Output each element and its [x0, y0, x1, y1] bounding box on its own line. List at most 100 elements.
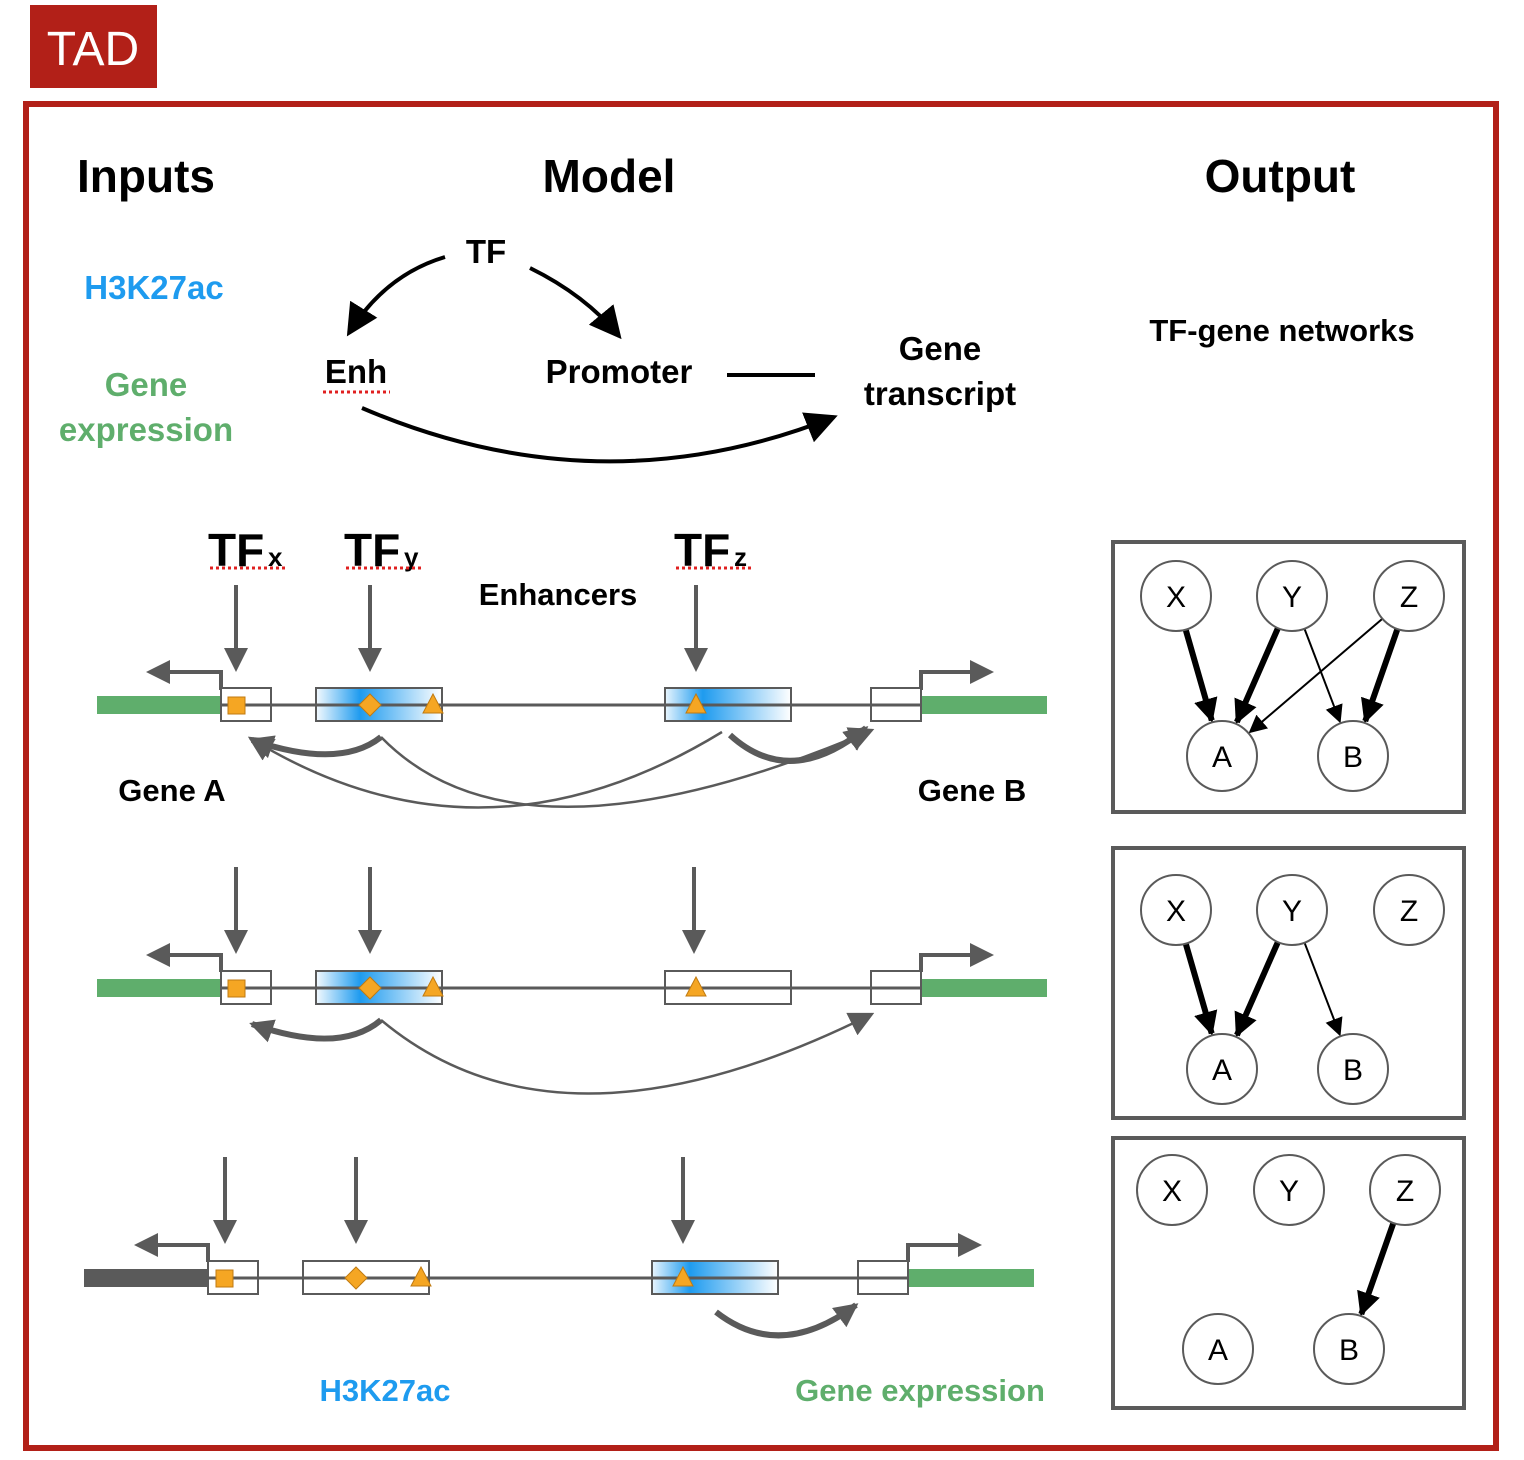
- edge-z-to-a: [1248, 617, 1384, 734]
- input-gene-line1: Gene: [105, 366, 188, 403]
- model-gene-transcript-line1: Gene: [899, 330, 982, 367]
- node-x: [1136, 1154, 1208, 1226]
- edge-x-to-a: [1182, 942, 1218, 1036]
- loop-enh2-to-a: [247, 730, 723, 809]
- track-3: [84, 1157, 1034, 1339]
- loop-enh2-to-b: [714, 1302, 859, 1339]
- model-promoter: Promoter: [546, 353, 693, 390]
- edge-y-to-a: [1234, 626, 1281, 725]
- motif-diamond: [358, 693, 382, 717]
- legend-h3k27ac: H3K27ac: [320, 1373, 451, 1408]
- motif-triangle: [685, 975, 707, 997]
- node-a: [1186, 1033, 1258, 1105]
- node-label-a: A: [1212, 1054, 1232, 1087]
- gene-a-body: [97, 696, 221, 714]
- node-label-z: Z: [1400, 581, 1418, 614]
- gene-b-body: [908, 1269, 1034, 1287]
- tss-b-arrow: [906, 1233, 982, 1262]
- motif-triangle: [422, 975, 444, 997]
- motif-square: [215, 1269, 234, 1288]
- motif-diamond: [358, 976, 382, 1000]
- node-z: [1373, 874, 1445, 946]
- track-2: [97, 867, 1047, 1095]
- motif-triangle: [685, 692, 707, 714]
- node-b: [1313, 1313, 1385, 1385]
- network-panel-3: X Y Z A B: [1111, 1136, 1466, 1410]
- node-label-a: A: [1212, 741, 1232, 774]
- tad-frame: [23, 101, 1499, 1451]
- tad-badge: [30, 5, 157, 88]
- motif-diamond: [344, 1266, 368, 1290]
- gene-a-label: Gene A: [118, 773, 225, 808]
- gene-b-body: [921, 979, 1047, 997]
- node-a: [1186, 720, 1258, 792]
- motif-square: [227, 979, 246, 998]
- motif-triangle: [410, 1265, 432, 1287]
- motif-triangle: [672, 1265, 694, 1287]
- node-z: [1369, 1154, 1441, 1226]
- track-1: [97, 585, 1047, 809]
- gene-b-label: Gene B: [918, 773, 1027, 808]
- gene-b-body: [921, 696, 1047, 714]
- motif-triangle: [422, 692, 444, 714]
- node-label-y: Y: [1282, 895, 1302, 928]
- tss-a-arrow: [134, 1233, 210, 1262]
- tss-b-arrow: [919, 660, 994, 690]
- node-b: [1317, 720, 1389, 792]
- node-b: [1317, 1033, 1389, 1105]
- model-enh: Enh: [325, 353, 387, 390]
- node-label-z: Z: [1396, 1175, 1414, 1208]
- loop-enh1-to-a: [249, 1017, 383, 1043]
- loop-enh1-to-b: [380, 727, 875, 808]
- node-label-b: B: [1343, 741, 1363, 774]
- model-tf: TF: [466, 233, 506, 270]
- tss-a-arrow: [146, 943, 223, 972]
- enh-to-transcript-arrow: [361, 406, 838, 464]
- node-x: [1140, 560, 1212, 632]
- inputs-header: Inputs: [77, 150, 215, 202]
- motif-square: [227, 696, 246, 715]
- node-y: [1256, 874, 1328, 946]
- model-header: Model: [543, 150, 676, 202]
- input-gene-line2: expression: [59, 411, 233, 448]
- node-label-x: X: [1166, 895, 1186, 928]
- node-y: [1256, 560, 1328, 632]
- node-label-a: A: [1208, 1334, 1228, 1367]
- edge-z-to-b: [1357, 1222, 1397, 1317]
- tss-b-arrow: [919, 943, 994, 972]
- tf-to-promoter-arrow: [529, 266, 622, 340]
- network-panel-2: X Y Z A B: [1111, 846, 1466, 1120]
- tad-label: TAD: [47, 23, 139, 76]
- input-h3k27ac: H3K27ac: [84, 269, 223, 306]
- output-header: Output: [1205, 150, 1356, 202]
- loop-enh1-to-b: [380, 1012, 875, 1095]
- loop-enh2-to-b: [727, 725, 869, 764]
- edge-y-to-b: [1303, 942, 1343, 1037]
- node-label-y: Y: [1282, 581, 1302, 614]
- gene-a-body-inactive: [84, 1269, 208, 1287]
- enhancers-label: Enhancers: [479, 577, 638, 612]
- edge-x-to-a: [1182, 628, 1218, 723]
- node-y: [1253, 1154, 1325, 1226]
- node-a: [1182, 1313, 1254, 1385]
- tf-to-enh-arrow: [346, 255, 446, 337]
- model-gene-transcript-line2: transcript: [864, 375, 1016, 412]
- tss-a-arrow: [146, 660, 223, 690]
- legend-gene-expression: Gene expression: [795, 1373, 1045, 1408]
- svg-text:z: z: [734, 542, 747, 572]
- gene-a-body: [97, 979, 221, 997]
- node-label-b: B: [1343, 1054, 1363, 1087]
- edge-y-to-b: [1303, 628, 1343, 724]
- node-label-z: Z: [1400, 895, 1418, 928]
- output-networks: TF-gene networks: [1149, 313, 1414, 348]
- svg-text:y: y: [404, 542, 419, 572]
- node-label-y: Y: [1279, 1175, 1299, 1208]
- node-x: [1140, 874, 1212, 946]
- svg-text:x: x: [268, 542, 283, 572]
- node-label-x: X: [1162, 1175, 1182, 1208]
- node-z: [1373, 560, 1445, 632]
- node-label-b: B: [1339, 1334, 1359, 1367]
- edge-z-to-b: [1361, 628, 1401, 724]
